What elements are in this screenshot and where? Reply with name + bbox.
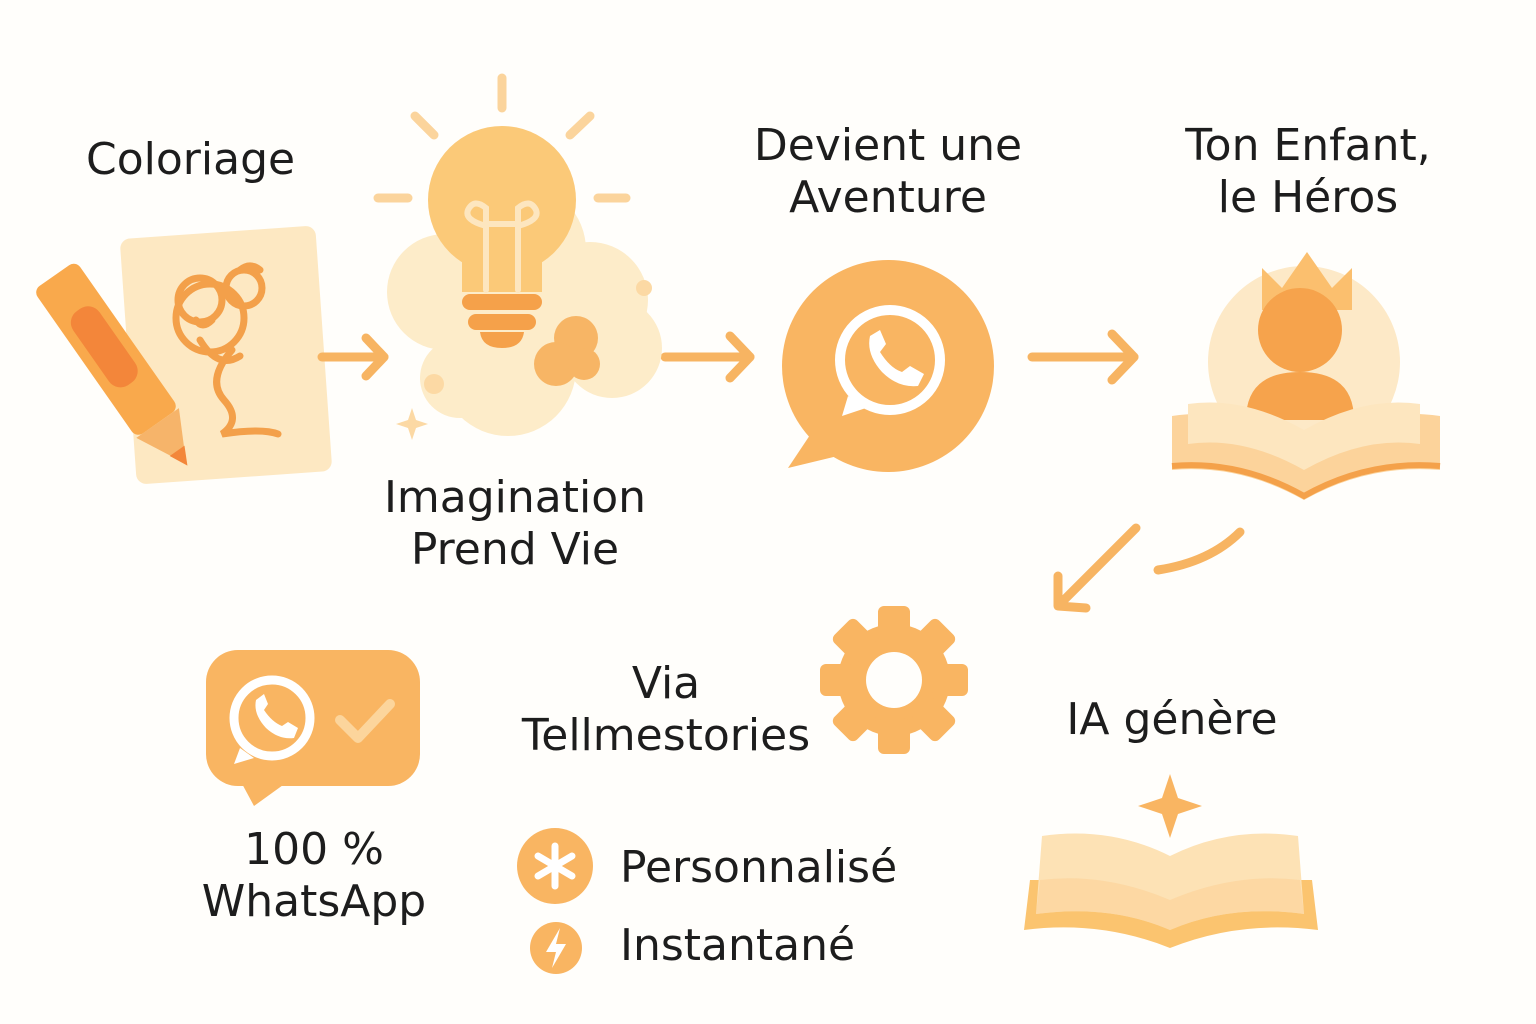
feature-instantane-label: Instantané [620,920,856,971]
step-heros-label: Ton Enfant, le Héros [1160,120,1456,224]
step-aventure-line1: Devient une [753,120,1023,171]
hero-book-icon [1171,252,1441,500]
step-whatsapp-line2: WhatsApp [201,876,427,927]
step-heros-line1: Ton Enfant, [1185,120,1431,171]
crayon-icon [36,263,188,466]
step-via-line1: Via [631,658,701,709]
whatsapp-check-icon [206,650,420,806]
step-ia-label: IA génère [1066,694,1278,745]
step-imagination-line1: Imagination [383,472,647,523]
arrow-right-icon [1027,329,1139,385]
arrow-right-icon [317,333,389,381]
step-via-line2: Tellmestories [521,710,811,761]
step-whatsapp-label: 100 % WhatsApp [180,824,448,928]
step-aventure-label: Devient une Aventure [740,120,1036,224]
step-whatsapp-line1: 100 % [244,824,384,875]
step-via-label: Via Tellmestories [500,658,832,762]
step-heros-line2: le Héros [1217,172,1399,223]
step-coloriage-label: Coloriage [86,134,296,185]
lightbulb-icon [373,73,662,440]
feature-personnalise-label: Personnalisé [620,842,898,893]
step-imagination-label: Imagination Prend Vie [368,472,662,576]
step-aventure-line2: Aventure [789,172,987,223]
asterisk-icon [517,828,593,904]
arrow-down-left-icon [1053,523,1245,613]
step-imagination-line2: Prend Vie [410,524,620,575]
whatsapp-bubble-icon [782,260,994,472]
lightning-icon [530,922,582,974]
gear-icon [820,606,968,754]
open-book-icon [1024,774,1318,948]
arrow-right-icon [660,331,755,383]
